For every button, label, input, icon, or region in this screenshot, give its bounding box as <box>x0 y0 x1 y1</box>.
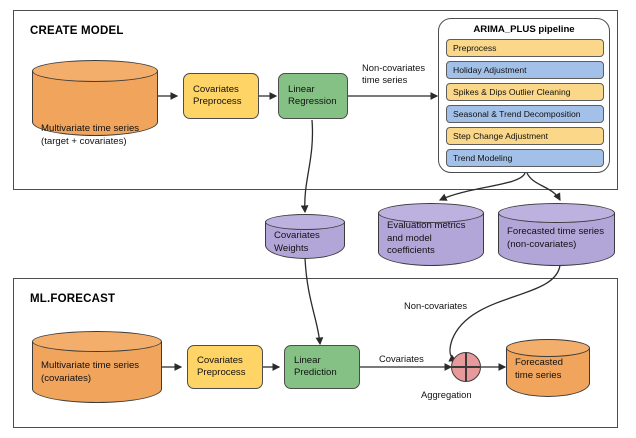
db-label: Covariates Weights <box>274 230 320 254</box>
db-covariates-weights: Covariates Weights <box>265 214 345 259</box>
pipeline-step-seasonal-trend-decomposition[interactable]: Seasonal & Trend Decomposition <box>446 105 604 123</box>
db-forecasted-time-series-noncovariates: Forecasted time series (non-covariates) <box>498 203 615 266</box>
db-multivariate-covariates: Multivariate time series (covariates) <box>32 331 162 403</box>
aggregation-node[interactable] <box>451 352 481 382</box>
db-label: Multivariate time series (covariates) <box>41 360 140 384</box>
db-label: Multivariate time series (target + covar… <box>41 122 140 147</box>
edge-label-noncovariates-time-series: Non-covariates time series <box>362 62 426 86</box>
db-label: Forecasted time series <box>515 357 563 381</box>
pipeline-step-spikes-dips-outlier-cleaning[interactable]: Spikes & Dips Outlier Cleaning <box>446 83 604 101</box>
arima-plus-pipeline-container: ARIMA_PLUS pipeline Preprocess Holiday A… <box>438 18 610 173</box>
panel-create-model <box>13 10 618 190</box>
cylinder-top <box>378 203 484 223</box>
cylinder-top <box>265 214 345 230</box>
cylinder-top <box>32 60 158 82</box>
panel-create-model-title: CREATE MODEL <box>30 25 124 37</box>
db-label: Forecasted time series (non-covariates) <box>507 226 605 250</box>
cylinder-top <box>506 339 590 357</box>
cylinder-top <box>32 331 162 352</box>
cylinder-body <box>32 342 162 403</box>
cylinder-top <box>498 203 615 223</box>
db-forecasted-time-series-output: Forecasted time series <box>506 339 590 397</box>
pipeline-step-preprocess[interactable]: Preprocess <box>446 39 604 57</box>
pipeline-step-trend-modeling[interactable]: Trend Modeling <box>446 149 604 167</box>
pipeline-step-step-change-adjustment[interactable]: Step Change Adjustment <box>446 127 604 145</box>
box-linear-prediction[interactable]: Linear Prediction <box>284 345 360 389</box>
db-evaluation-metrics: Evaluation metrics and model coefficient… <box>378 203 484 266</box>
box-linear-regression[interactable]: Linear Regression <box>278 73 348 119</box>
aggregation-label: Aggregation <box>421 389 472 400</box>
db-label: Evaluation metrics and model coefficient… <box>387 220 466 257</box>
edge-label-covariates: Covariates <box>379 353 424 364</box>
edge-label-noncovariates-lower: Non-covariates <box>404 300 468 311</box>
box-covariates-preprocess-predict[interactable]: Covariates Preprocess <box>187 345 263 389</box>
box-covariates-preprocess-train[interactable]: Covariates Preprocess <box>183 73 259 119</box>
pipeline-step-holiday-adjustment[interactable]: Holiday Adjustment <box>446 61 604 79</box>
pipeline-title: ARIMA_PLUS pipeline <box>473 24 575 35</box>
cylinder-body <box>378 213 484 266</box>
panel-ml-forecast-title: ML.FORECAST <box>30 293 116 305</box>
plus-vertical-bar <box>465 353 467 381</box>
db-multivariate-target-covariates: Multivariate time series (target + covar… <box>32 60 158 146</box>
